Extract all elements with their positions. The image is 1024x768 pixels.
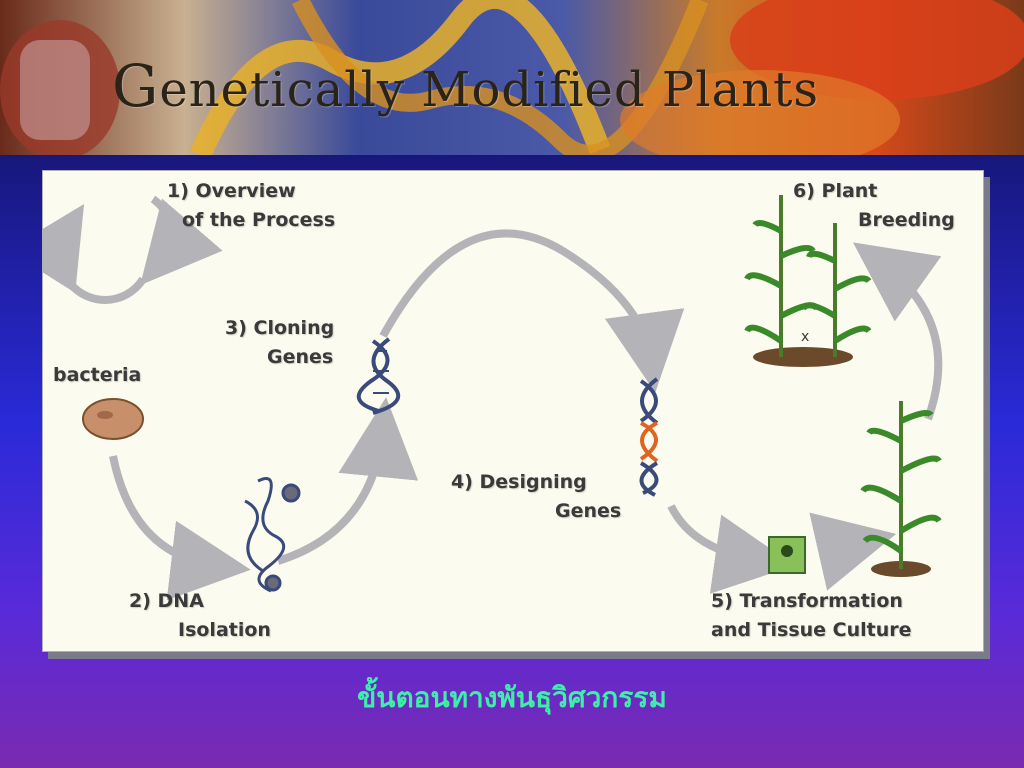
dna-isolation-icon: [244, 477, 301, 593]
thai-caption: ขั้นตอนทางพันธุวิศวกรรม: [357, 681, 667, 714]
step-designing-line2: Genes: [555, 500, 622, 522]
transformed-plant-icon: [860, 401, 942, 577]
arrow-bacteria-to-dna: [109, 455, 251, 601]
cross-mark: x: [801, 329, 809, 345]
banner-dna-helix-a: [189, 0, 611, 155]
step-transformation-label: 5) Transformation and Tissue Culture: [711, 587, 912, 645]
step-transformation-line1: 5) Transformation: [711, 590, 903, 612]
step-breeding-line1: 6) Plant: [793, 180, 878, 202]
bacteria-label: bacteria: [53, 364, 142, 386]
arrow-transformation-to-plant: [809, 512, 897, 591]
arrow-designing-to-transformation: [667, 504, 795, 594]
page-title-initial: G: [112, 52, 160, 120]
arrow-cloning-to-designing: [379, 229, 685, 393]
step-cloning-line1: 3) Cloning: [225, 317, 335, 339]
banner-test-tube: [20, 40, 90, 140]
overview-cycle-icon: [43, 195, 223, 304]
step-cloning-line2: Genes: [267, 346, 334, 368]
step-overview-line2: of the Process: [182, 209, 336, 231]
bred-plants-icon: x: [744, 195, 872, 367]
header-banner: Genetically Modified Plants: [0, 0, 1024, 155]
tissue-culture-icon: [768, 536, 806, 574]
process-diagram-artwork: x: [43, 195, 943, 601]
step-breeding-label: 6) Plant Breeding: [793, 177, 955, 235]
banner-artwork: [0, 0, 1024, 155]
arrow-dna-to-cloning: [276, 397, 419, 565]
step-transformation-line2: and Tissue Culture: [711, 619, 912, 641]
page-title-rest: enetically Modified Plants: [159, 62, 820, 118]
process-diagram-panel: x 1) Overview of the Process bacteria 2)…: [42, 170, 984, 652]
step-designing-line1: 4) Designing: [451, 471, 587, 493]
step-cloning-label: 3) Cloning Genes: [225, 314, 334, 372]
page-title: Genetically Modified Plants: [112, 52, 819, 120]
banner-carrot: [620, 70, 900, 155]
arrow-plant-to-breeding: [852, 242, 943, 421]
step-dna-isolation-line2: Isolation: [178, 619, 271, 641]
step-dna-isolation-line1: 2) DNA: [129, 590, 204, 612]
step-overview-line1: 1) Overview: [167, 180, 296, 202]
cloned-dna-icon: [357, 337, 401, 415]
step-breeding-line2: Breeding: [858, 209, 955, 231]
bacterium-icon: [82, 398, 144, 440]
step-dna-isolation-label: 2) DNA Isolation: [129, 587, 271, 645]
modified-dna-icon: [639, 377, 659, 497]
step-overview-label: 1) Overview of the Process: [167, 177, 335, 235]
step-designing-label: 4) Designing Genes: [451, 468, 621, 526]
